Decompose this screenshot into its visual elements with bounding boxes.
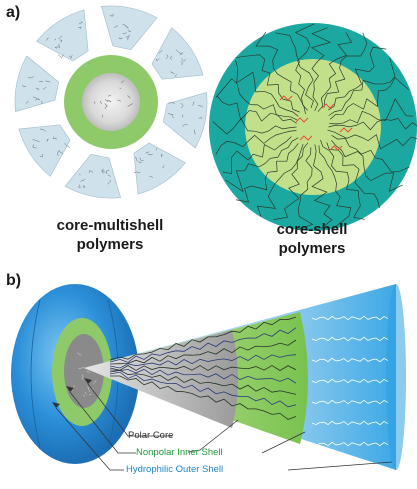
dendron-wedge xyxy=(101,6,157,50)
core-multishell-3d-illustration xyxy=(11,284,406,470)
legend-inner-shell: Nonpolar Inner Shell xyxy=(136,447,223,458)
dendron-wedge xyxy=(163,92,207,148)
dendron-wedge xyxy=(15,56,59,112)
left-caption-line-2: polymers xyxy=(28,235,192,254)
right-caption: core-shell polymers xyxy=(242,220,382,258)
core-multishell-illustration xyxy=(15,6,207,198)
dendron-wedge xyxy=(134,143,185,194)
right-caption-line-1: core-shell xyxy=(242,220,382,239)
right-caption-line-2: polymers xyxy=(242,239,382,258)
cone-end-cap xyxy=(386,284,406,470)
dendron-wedge xyxy=(37,10,88,61)
panel-a-label: a) xyxy=(6,4,20,22)
legend-outer-shell: Hydrophilic Outer Shell xyxy=(126,464,223,475)
core-shell-illustration xyxy=(209,23,417,231)
left-caption-line-1: core-multishell xyxy=(28,216,192,235)
left-caption: core-multishell polymers xyxy=(28,216,192,254)
dendron-wedge xyxy=(152,28,203,79)
dendron-wedge xyxy=(19,125,70,176)
dendron-wedge xyxy=(65,154,121,198)
leader-outer-shell-cone xyxy=(288,462,392,470)
legend-polar-core: Polar Core xyxy=(128,430,173,441)
panel-b-label: b) xyxy=(6,272,21,290)
